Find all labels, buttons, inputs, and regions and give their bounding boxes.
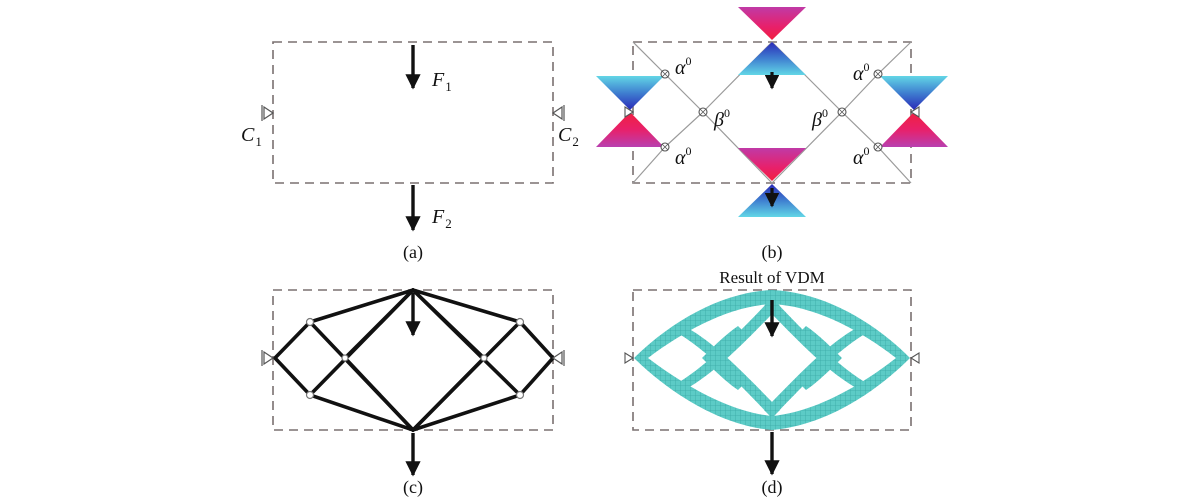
- design-nodes: [660, 69, 883, 152]
- support-left-icon: [624, 352, 635, 364]
- label-alpha-top-left: α0: [675, 54, 692, 79]
- result-title: Result of VDM: [719, 268, 824, 287]
- support-left-icon: [624, 106, 635, 118]
- caption-d: (d): [762, 477, 783, 498]
- caption-b: (b): [762, 242, 783, 263]
- label-alpha-top-right: α0: [853, 60, 870, 85]
- caption-c: (c): [403, 477, 423, 498]
- support-label-c1: C1: [241, 124, 262, 149]
- support-right-icon: [551, 105, 565, 121]
- panel-c: (c): [261, 288, 565, 498]
- caption-a: (a): [403, 242, 423, 263]
- cone-bottom-center-upper: [738, 148, 806, 181]
- panel-b: α0 α0 β0 β0 α0 α0 (b): [596, 7, 948, 263]
- panel-d: Result of VDM (d): [624, 268, 920, 498]
- cone-left-upper: [596, 76, 664, 110]
- truss-nodes: [305, 317, 525, 400]
- label-beta-left: β0: [713, 106, 730, 131]
- support-left-icon: [261, 105, 275, 121]
- cone-top-center-lower: [738, 42, 806, 75]
- cone-top-center-upper: [738, 7, 806, 40]
- force-label-f2: F2: [431, 206, 452, 231]
- cone-left-lower: [596, 112, 664, 147]
- cone-right-upper: [880, 76, 948, 110]
- support-right-icon: [909, 106, 920, 118]
- cone-right-lower: [880, 112, 948, 147]
- force-label-f1: F1: [431, 69, 452, 94]
- panel-a: F1 F2 C1 C2 (a): [241, 41, 579, 263]
- support-right-icon: [551, 350, 565, 366]
- support-right-icon: [909, 352, 920, 364]
- label-alpha-bottom-left: α0: [675, 144, 692, 169]
- label-alpha-bottom-right: α0: [853, 144, 870, 169]
- label-beta-right: β0: [811, 106, 828, 131]
- vdm-result-mesh: [634, 290, 910, 430]
- support-label-c2: C2: [558, 124, 579, 149]
- support-left-icon: [261, 350, 275, 366]
